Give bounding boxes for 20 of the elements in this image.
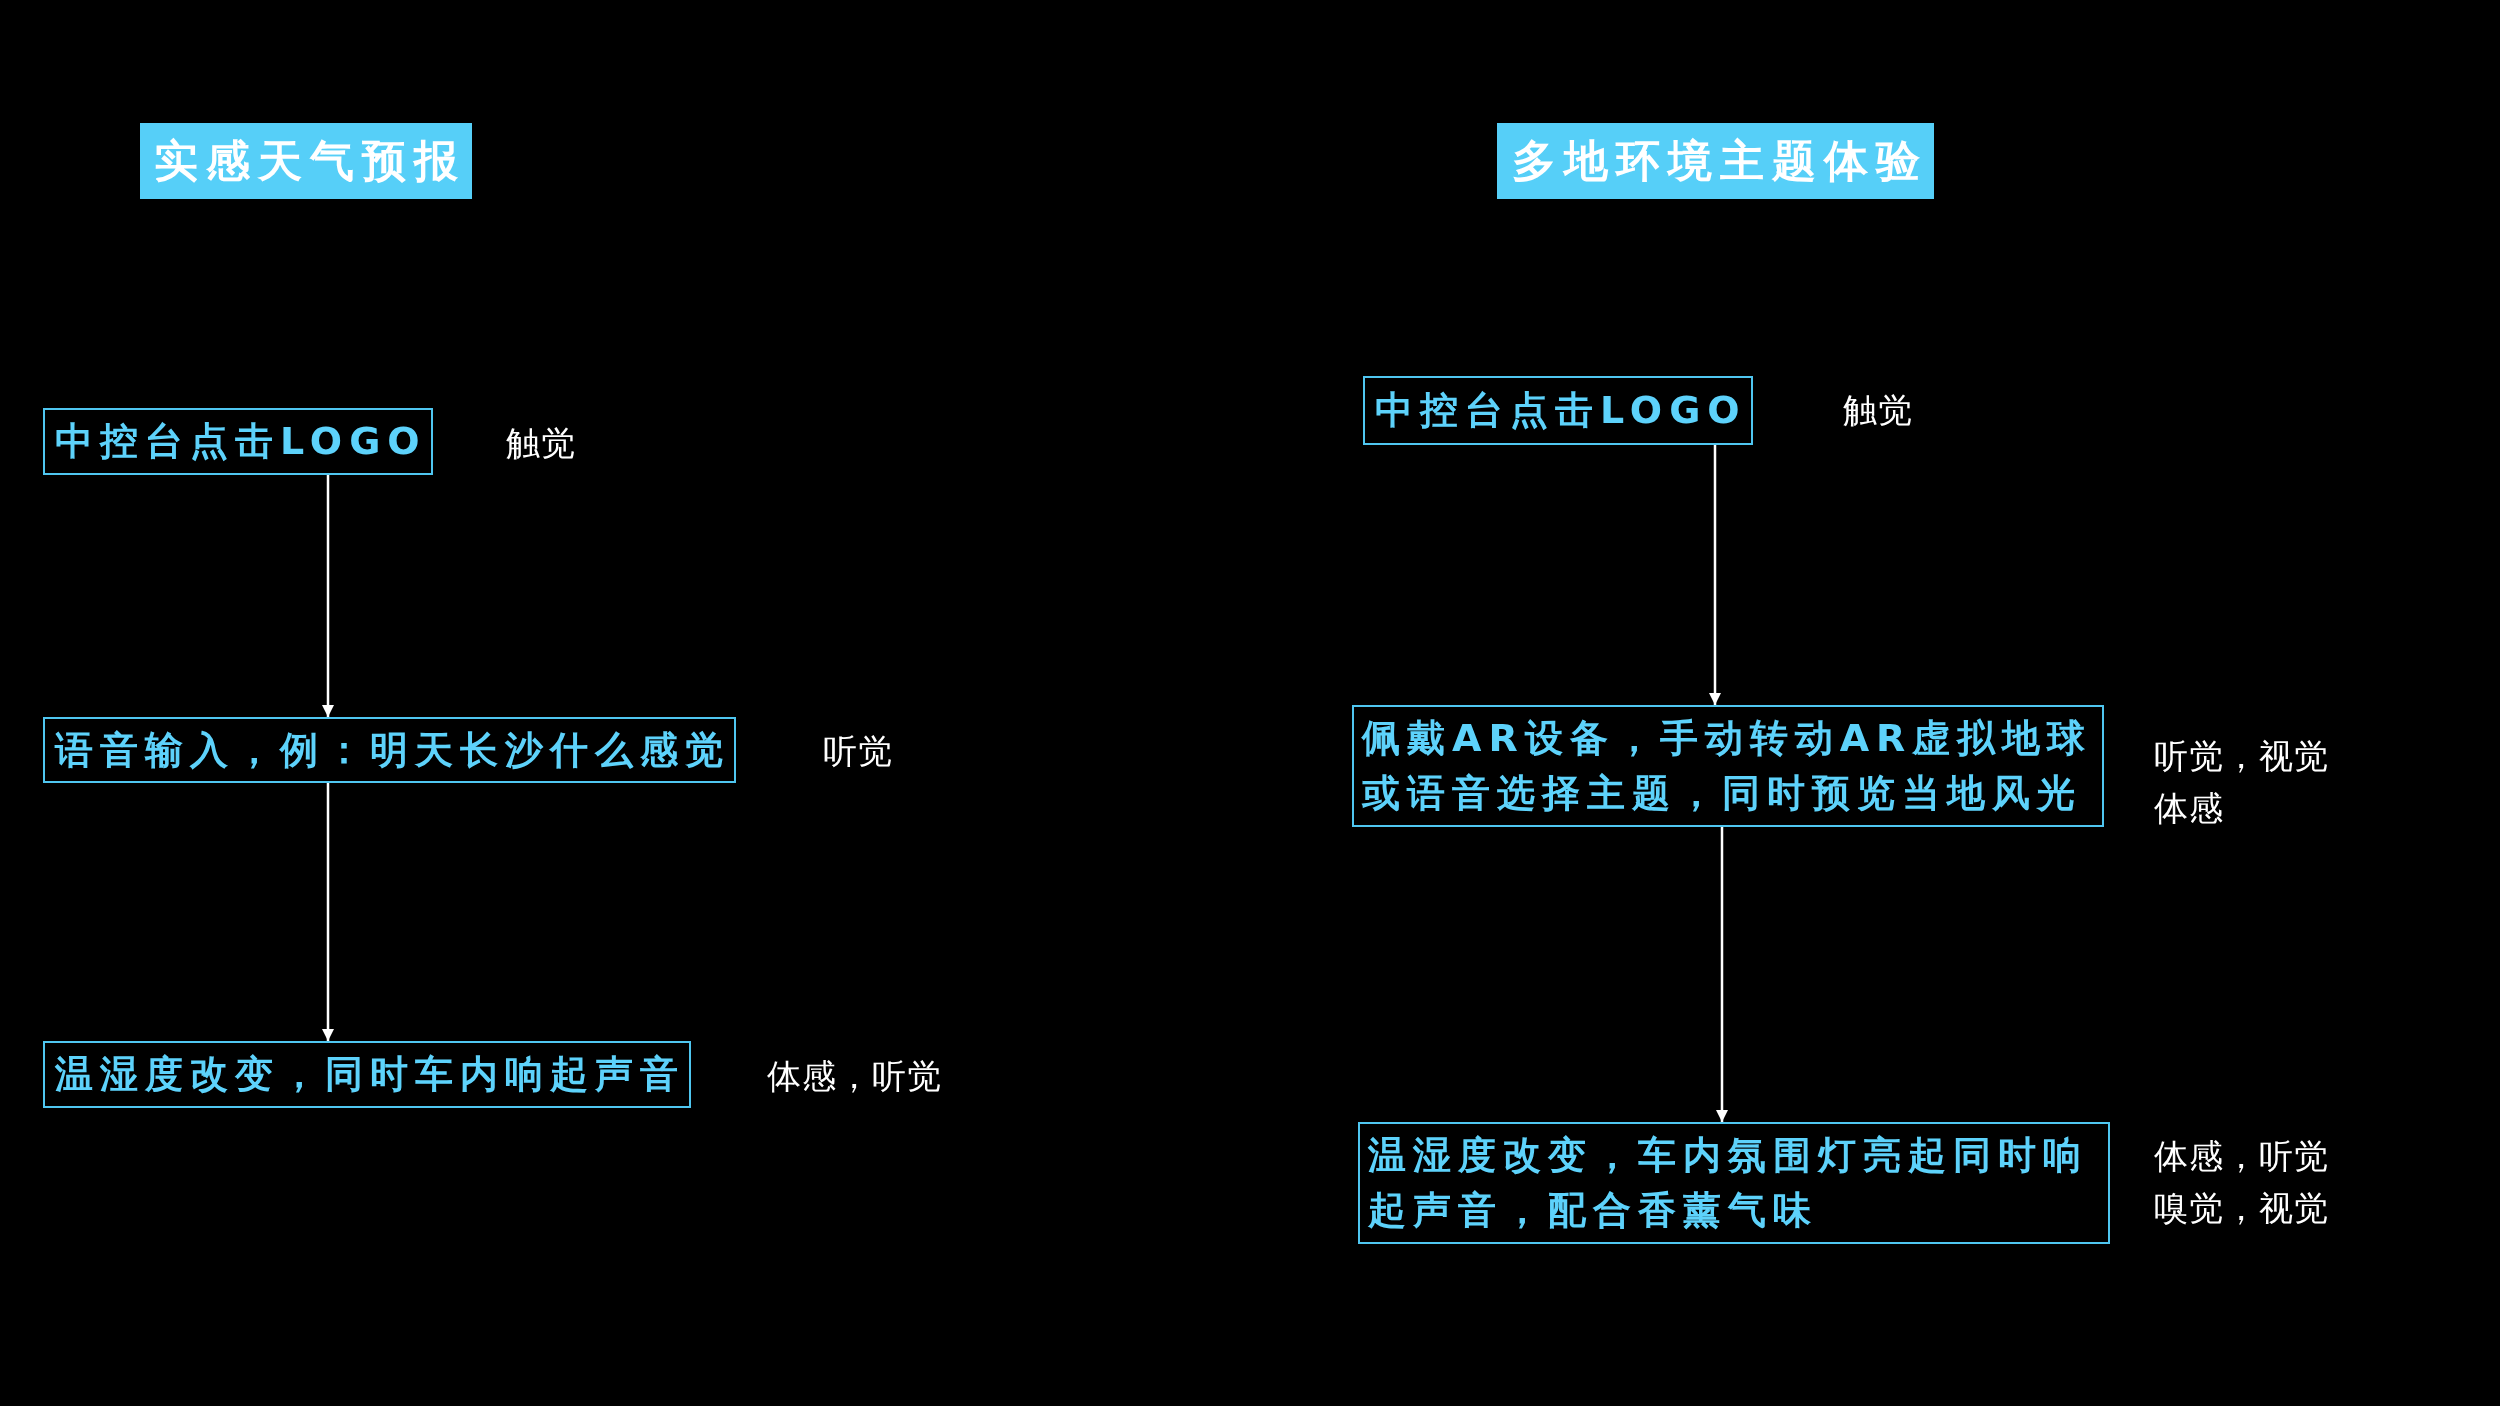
process-box: 中控台点击LOGO: [1363, 376, 1753, 445]
process-box: 语音输入，例：明天长沙什么感觉: [43, 717, 736, 783]
sense-label: 体感: [2154, 787, 2224, 830]
title-banner: 实感天气预报: [140, 123, 472, 199]
sense-label: 嗅觉，视觉: [2154, 1187, 2329, 1230]
process-box: 温湿度改变，车内氛围灯亮起同时响起声音，配合香薰气味: [1358, 1122, 2110, 1244]
sense-label: 体感，听觉: [767, 1055, 942, 1098]
sense-label: 听觉: [823, 730, 893, 773]
sense-label: 体感，听觉: [2154, 1135, 2329, 1178]
arrow: [321, 783, 335, 1041]
arrow: [1708, 445, 1722, 705]
sense-label: 触觉: [505, 422, 576, 465]
sense-label: 听觉，视觉: [2154, 735, 2329, 778]
title-banner: 多地环境主题体验: [1497, 123, 1934, 199]
arrow: [321, 475, 335, 717]
sense-label: 触觉: [1842, 389, 1913, 432]
process-box: 佩戴AR设备，手动转动AR虚拟地球或语音选择主题，同时预览当地风光: [1352, 705, 2104, 827]
arrow: [1715, 827, 1729, 1122]
process-box: 中控台点击LOGO: [43, 408, 433, 475]
process-box: 温湿度改变，同时车内响起声音: [43, 1041, 691, 1108]
